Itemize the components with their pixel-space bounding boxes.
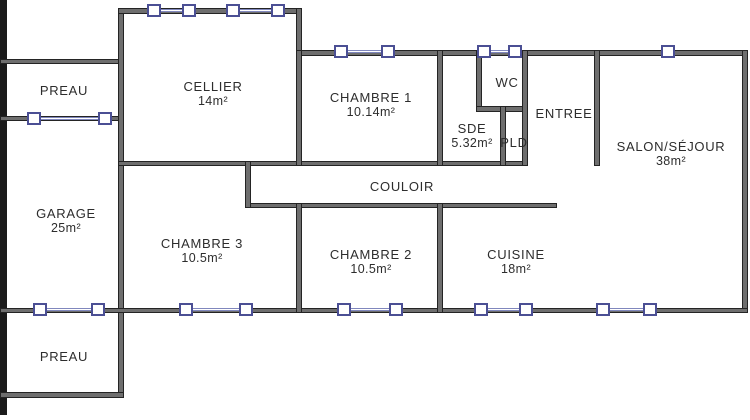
- wall-segment-entree-right: [594, 50, 600, 166]
- wall-segment-left-column-vertical: [118, 8, 124, 398]
- room-label-pld: PLD: [500, 135, 527, 150]
- window-box: [334, 45, 348, 58]
- room-name: CHAMBRE 3: [160, 236, 244, 251]
- room-label-preau-bottom: PREAU: [40, 349, 88, 364]
- window-pane-line: [341, 50, 388, 53]
- room-name: ENTREE: [535, 106, 593, 121]
- room-name: GARAGE: [36, 206, 96, 221]
- window-pane-line: [603, 308, 650, 311]
- window-pane-line: [186, 308, 246, 311]
- window-box: [147, 4, 161, 17]
- window-box: [33, 303, 47, 316]
- window-box: [381, 45, 395, 58]
- cuisine-window-1: [474, 303, 533, 316]
- wall-segment-right-exterior: [742, 50, 748, 313]
- room-area: 18m²: [500, 262, 532, 276]
- room-name: COULOIR: [369, 179, 435, 194]
- wall-segment-chambre1-left: [296, 50, 302, 166]
- wall-segment-left-exterior: [0, 0, 7, 415]
- chambre1-window: [334, 45, 395, 58]
- window-box: [389, 303, 403, 316]
- window-pane-line: [484, 50, 515, 53]
- room-name: PLD: [500, 135, 528, 150]
- wall-segment-chambre1-right: [437, 50, 443, 166]
- preau-top-window: [27, 112, 112, 125]
- window-box: [661, 45, 675, 58]
- window-box: [596, 303, 610, 316]
- room-label-entree: ENTREE: [536, 106, 593, 121]
- cellier-window-1: [147, 4, 196, 17]
- window-box: [508, 45, 522, 58]
- room-area: 10.5m²: [181, 251, 223, 265]
- window-pane-line: [154, 9, 189, 12]
- wc-window: [477, 45, 522, 58]
- window-box: [474, 303, 488, 316]
- room-label-wc: WC: [495, 75, 518, 90]
- window-box: [239, 303, 253, 316]
- room-name: CHAMBRE 1: [329, 90, 413, 105]
- chambre3-window: [179, 303, 253, 316]
- wall-segment-preau-top-top: [0, 59, 122, 64]
- window-box: [519, 303, 533, 316]
- cuisine-window-2: [596, 303, 657, 316]
- window-box: [226, 4, 240, 17]
- room-area: 5.32m²: [451, 136, 493, 150]
- window-box: [179, 303, 193, 316]
- wall-segment-couloir-bottom: [245, 203, 557, 208]
- room-area: 14m²: [197, 94, 229, 108]
- wall-segment-wc-left: [476, 50, 482, 112]
- room-name: WC: [495, 75, 519, 90]
- window-pane-line: [481, 308, 526, 311]
- room-area: 10.5m²: [350, 262, 392, 276]
- window-box: [271, 4, 285, 17]
- room-label-preau-top: PREAU: [40, 83, 88, 98]
- wall-segment-couloir-left: [245, 161, 251, 208]
- window-box: [182, 4, 196, 17]
- room-name: SALON/SÉJOUR: [616, 139, 726, 154]
- window-box: [27, 112, 41, 125]
- wall-segment-couloir-top: [118, 161, 528, 166]
- room-name: PREAU: [39, 83, 89, 98]
- room-area: 38m²: [655, 154, 687, 168]
- window-box: [98, 112, 112, 125]
- garage-window: [33, 303, 105, 316]
- wall-segment-pld-left: [500, 106, 506, 166]
- salon-top-window: [661, 45, 675, 58]
- cellier-window-2: [226, 4, 285, 17]
- room-area: 25m²: [50, 221, 82, 235]
- chambre2-window: [337, 303, 403, 316]
- room-name: CELLIER: [183, 79, 243, 94]
- wall-segment-entree-left: [522, 50, 528, 166]
- window-box: [337, 303, 351, 316]
- room-name: CUISINE: [487, 247, 545, 262]
- window-pane-line: [34, 117, 105, 120]
- window-pane-line: [233, 9, 278, 12]
- window-box: [91, 303, 105, 316]
- wall-segment-chambre3-chambre2: [296, 203, 302, 313]
- wall-segment-preau-bottom-bottom: [0, 392, 124, 398]
- window-box: [643, 303, 657, 316]
- wall-segment-chambre2-cuisine: [437, 203, 443, 313]
- room-label-couloir: COULOIR: [370, 179, 434, 194]
- room-area: 10.14m²: [346, 105, 396, 119]
- room-name: PREAU: [39, 349, 89, 364]
- room-name: CHAMBRE 2: [329, 247, 413, 262]
- window-box: [477, 45, 491, 58]
- window-pane-line: [344, 308, 396, 311]
- wall-segment-cellier-right-upper: [296, 8, 302, 56]
- room-name: SDE: [457, 121, 487, 136]
- window-pane-line: [40, 308, 98, 311]
